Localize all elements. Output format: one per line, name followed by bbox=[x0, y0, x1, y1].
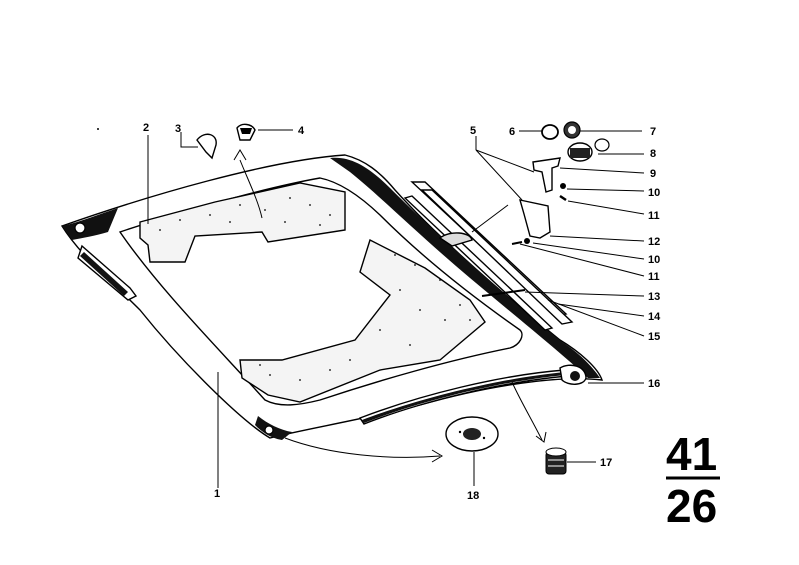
bolt-part-11 bbox=[511, 194, 567, 245]
label-13: 13 bbox=[648, 291, 660, 303]
label-16: 16 bbox=[648, 378, 660, 390]
direction-arrows bbox=[233, 149, 547, 463]
label-14: 14 bbox=[648, 311, 661, 323]
group-number-bottom: 26 bbox=[666, 480, 717, 532]
label-9: 9 bbox=[650, 168, 656, 180]
ring-part-6 bbox=[541, 124, 559, 140]
label-3: 3 bbox=[175, 123, 181, 135]
label-17: 17 bbox=[600, 457, 612, 469]
fastener-part-4 bbox=[236, 123, 256, 141]
label-11b: 11 bbox=[648, 271, 660, 283]
label-1: 1 bbox=[214, 488, 220, 500]
grommet-part-7 bbox=[563, 121, 581, 139]
screw-part-10 bbox=[524, 183, 566, 244]
emblem-part-18 bbox=[445, 416, 499, 452]
buffer-part-8 bbox=[567, 138, 610, 162]
label-7: 7 bbox=[650, 126, 656, 138]
left-seal-strip bbox=[77, 244, 138, 301]
group-number-top: 41 bbox=[666, 428, 717, 480]
label-8: 8 bbox=[650, 148, 656, 160]
leader-lines bbox=[147, 129, 645, 488]
label-12: 12 bbox=[648, 236, 660, 248]
bump-stop-part-17 bbox=[545, 447, 567, 475]
trunk-lid-panel bbox=[60, 154, 604, 440]
label-10a: 10 bbox=[648, 187, 660, 199]
label-6: 6 bbox=[509, 126, 515, 138]
label-5: 5 bbox=[470, 125, 476, 137]
stray-dot bbox=[97, 128, 99, 130]
rod-part-13 bbox=[481, 289, 526, 297]
clip-part-3 bbox=[196, 133, 217, 160]
label-11a: 11 bbox=[648, 210, 660, 222]
hinge-bracket-part-9 bbox=[532, 157, 561, 193]
hinge-end-part-16 bbox=[559, 364, 587, 385]
bracket-part-12 bbox=[519, 199, 551, 239]
label-2: 2 bbox=[143, 122, 149, 134]
label-10b: 10 bbox=[648, 254, 660, 266]
label-15: 15 bbox=[648, 331, 660, 343]
label-18: 18 bbox=[467, 490, 479, 502]
hinge-plate bbox=[438, 232, 473, 247]
label-4: 4 bbox=[298, 125, 305, 137]
group-number: 41 26 bbox=[666, 428, 720, 532]
callout-labels: 1 2 3 4 5 6 7 8 9 10 11 12 10 11 13 14 1… bbox=[143, 122, 661, 502]
seal-rail bbox=[403, 181, 574, 331]
